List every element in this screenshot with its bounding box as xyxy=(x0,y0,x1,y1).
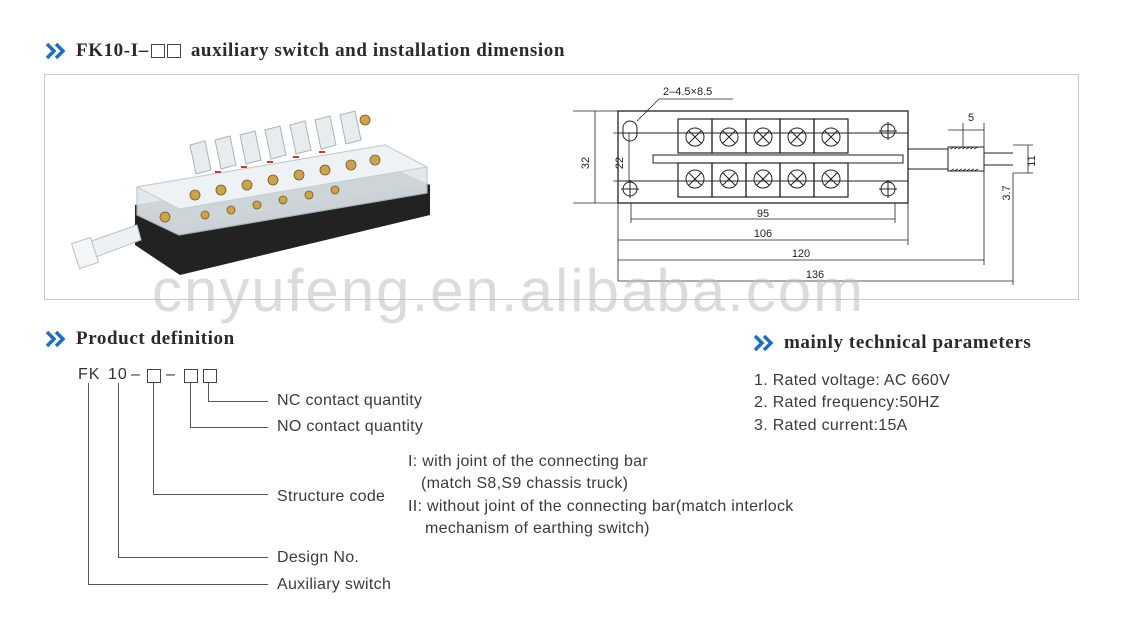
double-chevron-icon xyxy=(45,42,66,60)
structure-option-1-note: (match S8,S9 chassis truck) xyxy=(421,475,629,492)
code-dash: – xyxy=(166,366,176,383)
dim-5: 5 xyxy=(968,112,974,124)
placeholder-box xyxy=(166,44,181,58)
tree-line xyxy=(118,383,119,557)
code-fk: FK xyxy=(78,366,101,383)
tree-line xyxy=(208,383,209,401)
product-panel: 2–4.5×8.5 32 22 5 11 3.7 xyxy=(44,74,1079,300)
definition-title: Product definition xyxy=(76,328,235,349)
installation-drawing: 2–4.5×8.5 32 22 5 11 3.7 xyxy=(573,86,1038,285)
tree-line xyxy=(190,383,191,427)
code-dash: – xyxy=(131,366,141,383)
dim-95: 95 xyxy=(757,208,769,220)
tree-line xyxy=(208,401,268,402)
tree-line xyxy=(153,383,154,494)
section-heading-parameters: mainly technical parameters xyxy=(752,332,1031,354)
tree-line xyxy=(88,584,268,585)
tree-line xyxy=(190,427,268,428)
dim-136: 136 xyxy=(806,269,824,281)
tree-line xyxy=(153,494,268,495)
section-heading-definition: Product definition xyxy=(44,328,235,350)
watermark: cnyufeng.en.alibaba.com xyxy=(152,257,866,324)
param-voltage: 1. Rated voltage: AC 660V xyxy=(754,372,951,389)
tree-line xyxy=(118,557,268,558)
structure-option-1: I: with joint of the connecting bar xyxy=(408,453,648,470)
dim-120: 120 xyxy=(792,248,810,260)
tree-line xyxy=(88,383,89,584)
nc-contact-label: NC contact quantity xyxy=(277,392,423,409)
structure-option-2: II: without joint of the connecting bar(… xyxy=(408,498,794,515)
hole-spec-label: 2–4.5×8.5 xyxy=(663,86,712,98)
nc-contact-box xyxy=(203,369,217,383)
heading-suffix: auxiliary switch and installation dimens… xyxy=(190,40,566,61)
dim-3-7: 3.7 xyxy=(1001,185,1013,200)
parameters-title: mainly technical parameters xyxy=(784,332,1032,353)
product-photo xyxy=(70,110,430,275)
section-heading-dimension: FK10-I– auxiliary switch and installatio… xyxy=(44,40,565,62)
no-contact-box xyxy=(184,369,198,383)
double-chevron-icon xyxy=(45,330,66,348)
param-current: 3. Rated current:15A xyxy=(754,417,908,434)
auxiliary-switch-label: Auxiliary switch xyxy=(277,576,392,593)
design-number-label: Design No. xyxy=(277,549,360,566)
structure-code-box xyxy=(147,369,161,383)
no-contact-label: NO contact quantity xyxy=(277,418,424,435)
code-design-number: 10 xyxy=(108,366,128,383)
dim-32: 32 xyxy=(580,157,592,169)
double-chevron-icon xyxy=(753,334,774,352)
structure-option-2-note: mechanism of earthing switch) xyxy=(425,520,650,537)
placeholder-box xyxy=(150,44,165,58)
dim-106: 106 xyxy=(754,228,772,240)
dim-11: 11 xyxy=(1026,155,1038,166)
dim-22: 22 xyxy=(614,157,626,169)
param-frequency: 2. Rated frequency:50HZ xyxy=(754,394,940,411)
structure-code-label: Structure code xyxy=(277,488,386,505)
heading-prefix: FK10-I– xyxy=(76,40,149,61)
